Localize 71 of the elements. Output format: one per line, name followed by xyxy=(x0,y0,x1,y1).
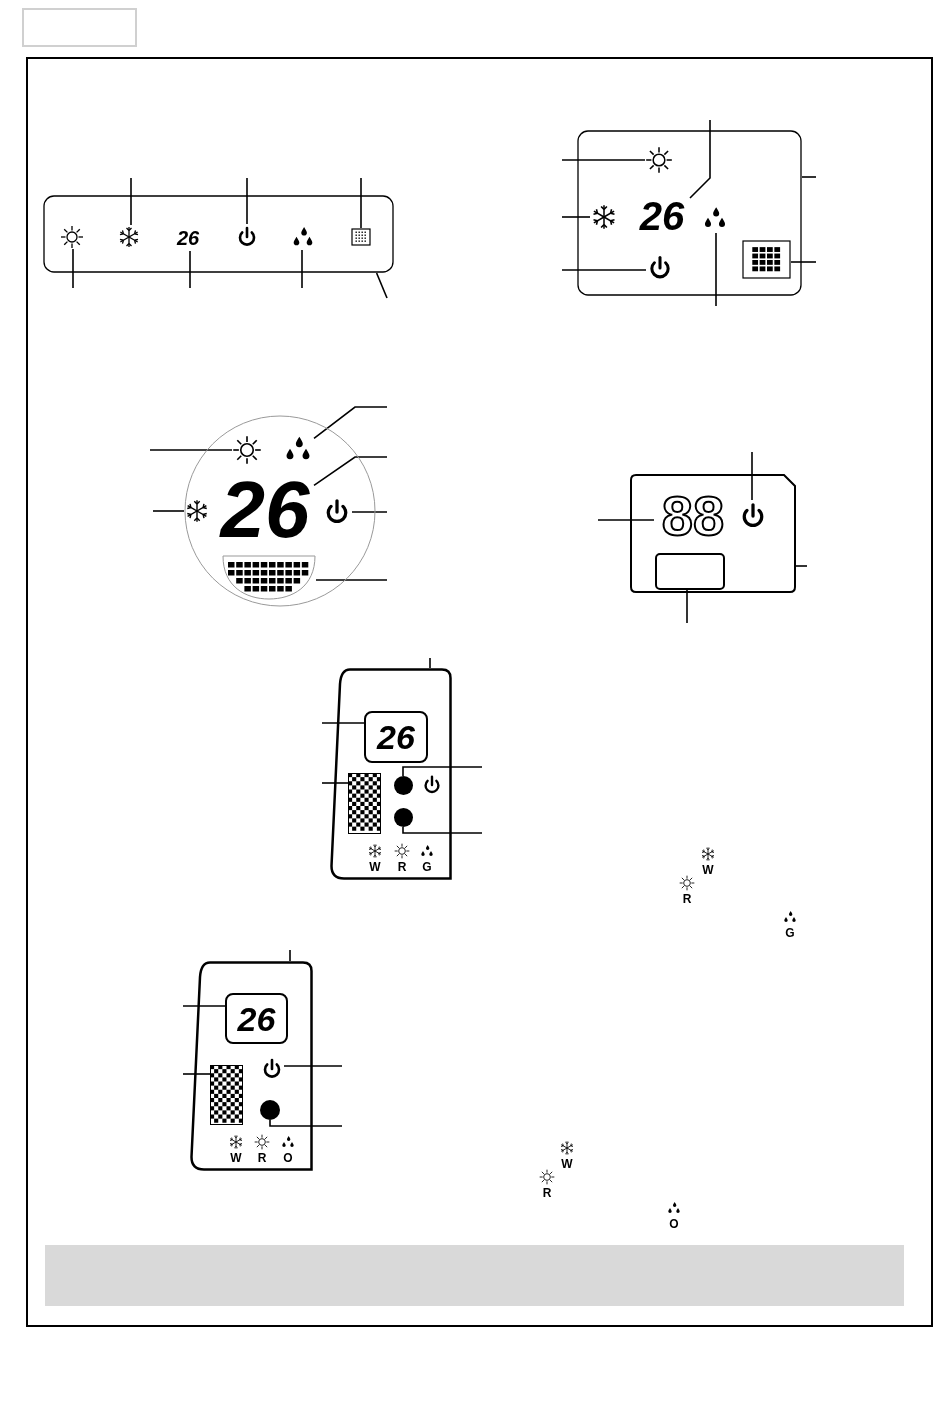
sun-icon xyxy=(645,146,673,174)
temperature-digits: 26 xyxy=(170,225,206,251)
leader-line xyxy=(321,722,365,724)
mode-letter: W xyxy=(230,1152,242,1164)
leader-line xyxy=(801,176,817,178)
temperature-digits: 26 xyxy=(634,193,690,239)
leader-line xyxy=(152,510,185,512)
display-panel xyxy=(43,195,394,273)
leader-line xyxy=(561,216,591,218)
leader-line xyxy=(689,119,711,199)
display-window: 26 xyxy=(225,993,288,1044)
leader-line xyxy=(182,1005,226,1007)
mode-letter: R xyxy=(542,1187,552,1199)
leader-line xyxy=(182,1073,211,1075)
display-window: 26 xyxy=(364,711,428,763)
leader-line xyxy=(597,519,655,521)
mode-letter: G xyxy=(422,861,432,873)
control-panel xyxy=(190,961,313,1171)
leader-line xyxy=(189,250,191,289)
display-panel xyxy=(630,474,796,593)
mode-letter: W xyxy=(369,861,381,873)
leader-line xyxy=(375,272,388,299)
leader-line xyxy=(790,261,817,263)
leader-line xyxy=(301,249,303,289)
sun-icon xyxy=(60,225,84,249)
mode-letter: R xyxy=(397,861,407,873)
mode-letter: R xyxy=(257,1152,267,1164)
display-panel xyxy=(577,130,802,296)
leader-line xyxy=(715,232,717,307)
leader-line xyxy=(289,949,291,962)
leader-line xyxy=(402,766,483,777)
leader-line xyxy=(795,565,808,567)
leader-line xyxy=(561,269,647,271)
button-dot xyxy=(394,808,413,827)
leader-line xyxy=(402,826,483,834)
dot-grid-icon xyxy=(351,228,371,246)
leader-line xyxy=(351,511,388,513)
shaded-band xyxy=(45,1245,904,1306)
snowflake-icon xyxy=(117,225,141,249)
control-panel xyxy=(330,668,452,880)
leader-line xyxy=(246,177,248,225)
leader-line xyxy=(313,406,388,440)
snowflake-icon xyxy=(184,498,210,524)
leader-line xyxy=(269,1119,343,1127)
button-dot xyxy=(260,1100,280,1120)
leader-line xyxy=(72,248,74,289)
mode-letter: O xyxy=(669,1218,679,1230)
sun-icon xyxy=(232,435,262,465)
mode-letter: O xyxy=(283,1152,293,1164)
leader-line xyxy=(130,177,132,226)
checkered-indicator xyxy=(210,1065,243,1125)
indicator-window xyxy=(655,553,725,590)
leader-line xyxy=(321,782,349,784)
round-display-panel xyxy=(184,415,376,607)
leader-line xyxy=(313,456,388,487)
mode-letter: R xyxy=(682,893,692,905)
checkered-indicator xyxy=(348,773,381,834)
button-dot xyxy=(394,776,413,795)
leader-line xyxy=(751,451,753,501)
leader-line xyxy=(360,177,362,229)
dot-grid-icon xyxy=(222,555,316,600)
mode-letter: G xyxy=(785,927,795,939)
mode-letter: W xyxy=(561,1158,573,1170)
leader-line xyxy=(315,579,388,581)
leader-line xyxy=(561,159,646,161)
leader-line xyxy=(149,449,233,451)
dot-grid-icon xyxy=(742,240,791,279)
mode-letter: W xyxy=(702,864,714,876)
leader-line xyxy=(686,589,688,624)
leader-line xyxy=(283,1065,343,1067)
leader-line xyxy=(429,657,431,669)
